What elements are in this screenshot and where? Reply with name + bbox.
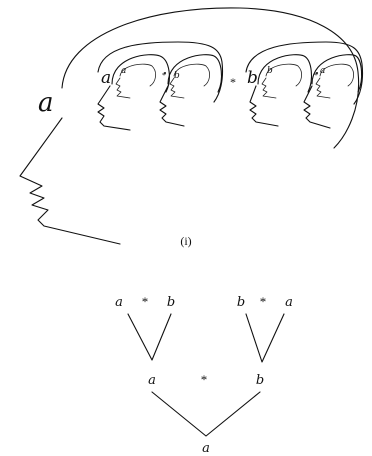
tree-left-v: [127, 313, 172, 361]
head-a-face: [97, 85, 131, 131]
left-pair-left-inner-label: a: [121, 66, 126, 76]
head-b-inner-skull: [173, 63, 210, 87]
right-inner-pair: [245, 41, 364, 129]
tree-root: a: [202, 441, 210, 456]
outer-head: [19, 7, 360, 245]
tree-right-v: [245, 313, 285, 363]
left-pair-operator: *: [162, 71, 166, 80]
right-pair-right-inner-label: a: [320, 66, 325, 76]
tree-middle-right: b: [256, 373, 264, 388]
head-b-skull: [167, 54, 223, 93]
head-c-inner-skull: [265, 63, 302, 87]
tree-right-top-op: *: [260, 294, 267, 309]
left-pair-right-inner-label: b: [174, 71, 180, 81]
right-pair-left-label: b: [247, 68, 258, 88]
head-d-inner-skull: [319, 63, 354, 87]
head-d-face: [303, 85, 331, 129]
right-pair-arc: [245, 41, 364, 105]
tree-right-top-left: b: [237, 295, 245, 310]
head-a-skull: [111, 54, 170, 93]
tree-diagram: a * b b * a a * b a: [115, 294, 293, 456]
tree-left-top-op: *: [142, 294, 149, 309]
tree-bottom-v: [151, 391, 261, 437]
outer-head-skull-outline: [61, 7, 360, 149]
left-pair-star-dot: [164, 72, 166, 74]
head-a-inner-skull: [119, 63, 156, 87]
head-a-inner-face: [115, 77, 131, 99]
tree-left-top-left: a: [115, 295, 123, 310]
figure-caption: (i): [180, 234, 191, 248]
head-c-inner-face: [261, 77, 277, 99]
outer-head-face-profile: [19, 117, 121, 245]
tree-right-top-right: a: [285, 295, 293, 310]
head-c-face: [249, 85, 279, 127]
right-pair-star-dot: [316, 72, 318, 74]
head-b-inner-face: [169, 77, 185, 99]
head-c-skull: [257, 54, 313, 93]
right-pair-left-inner-label: b: [267, 66, 273, 76]
head-b-face: [159, 85, 185, 127]
tree-middle-op: *: [201, 372, 208, 387]
tree-left-top-right: b: [167, 295, 175, 310]
middle-operator: *: [230, 75, 236, 89]
tree-middle-left: a: [148, 373, 156, 388]
right-pair-operator: *: [314, 71, 318, 80]
left-inner-pair: [97, 41, 224, 131]
left-pair-arc: [97, 41, 224, 103]
head-d-skull: [311, 54, 363, 93]
head-d-inner-face: [315, 77, 331, 99]
left-pair-left-label: a: [101, 68, 111, 88]
outer-head-label: a: [38, 88, 54, 118]
